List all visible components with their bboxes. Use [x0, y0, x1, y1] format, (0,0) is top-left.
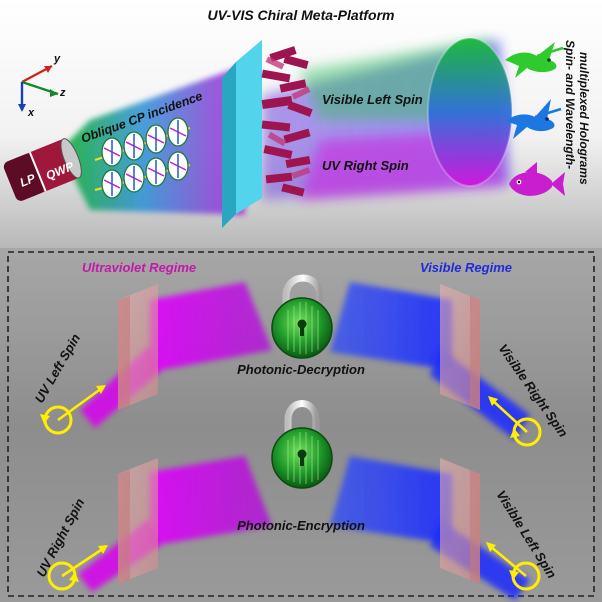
visible-regime-label: Visible Regime	[420, 260, 512, 275]
uv-decryption-output-beam	[150, 282, 272, 372]
ultraviolet-regime-label: Ultraviolet Regime	[82, 260, 196, 275]
axes-icon: y z x	[18, 53, 66, 119]
svg-text:y: y	[53, 53, 61, 65]
side-label-line1: Spin- and Wavelength-	[563, 40, 577, 169]
visible-decryption-output-beam	[330, 282, 452, 370]
side-label-line2: multiplexed Holograms	[577, 52, 591, 185]
dashed-frame	[7, 251, 595, 597]
hummingbird-blue-icon	[505, 99, 562, 139]
visible-encryption-output-beam	[330, 456, 452, 544]
metasurface-plate	[222, 40, 262, 228]
hummingbird-green-icon	[505, 42, 564, 78]
cp-right-handed-icon-lower	[47, 545, 108, 591]
chiral-nanostructures-light	[265, 56, 311, 179]
locked-padlock-icon	[271, 400, 333, 489]
photonic-decryption-label: Photonic-Decryption	[237, 362, 365, 377]
visible-left-spin-label: Visible Left Spin	[322, 92, 423, 107]
chiral-nanostructures	[261, 46, 313, 197]
fish-magenta-icon	[509, 162, 565, 196]
unlocked-padlock-icon	[271, 274, 333, 359]
photonic-encryption-label: Photonic-Encryption	[237, 518, 365, 533]
cp-right-handed-icon-upper	[488, 396, 542, 447]
qwp-lp-source	[3, 138, 82, 201]
svg-text:z: z	[59, 87, 66, 99]
hologram-plane	[428, 38, 512, 186]
figure-title: UV-VIS Chiral Meta-Platform	[208, 7, 395, 23]
cp-left-handed-icon-lower	[486, 542, 541, 591]
uv-encryption-output-beam	[150, 456, 272, 546]
svg-text:x: x	[27, 107, 35, 119]
cp-polarization-helices	[94, 117, 191, 199]
uv-right-spin-label: UV Right Spin	[322, 158, 409, 173]
lp-label: LP	[18, 171, 38, 190]
cp-left-handed-icon	[40, 385, 106, 435]
